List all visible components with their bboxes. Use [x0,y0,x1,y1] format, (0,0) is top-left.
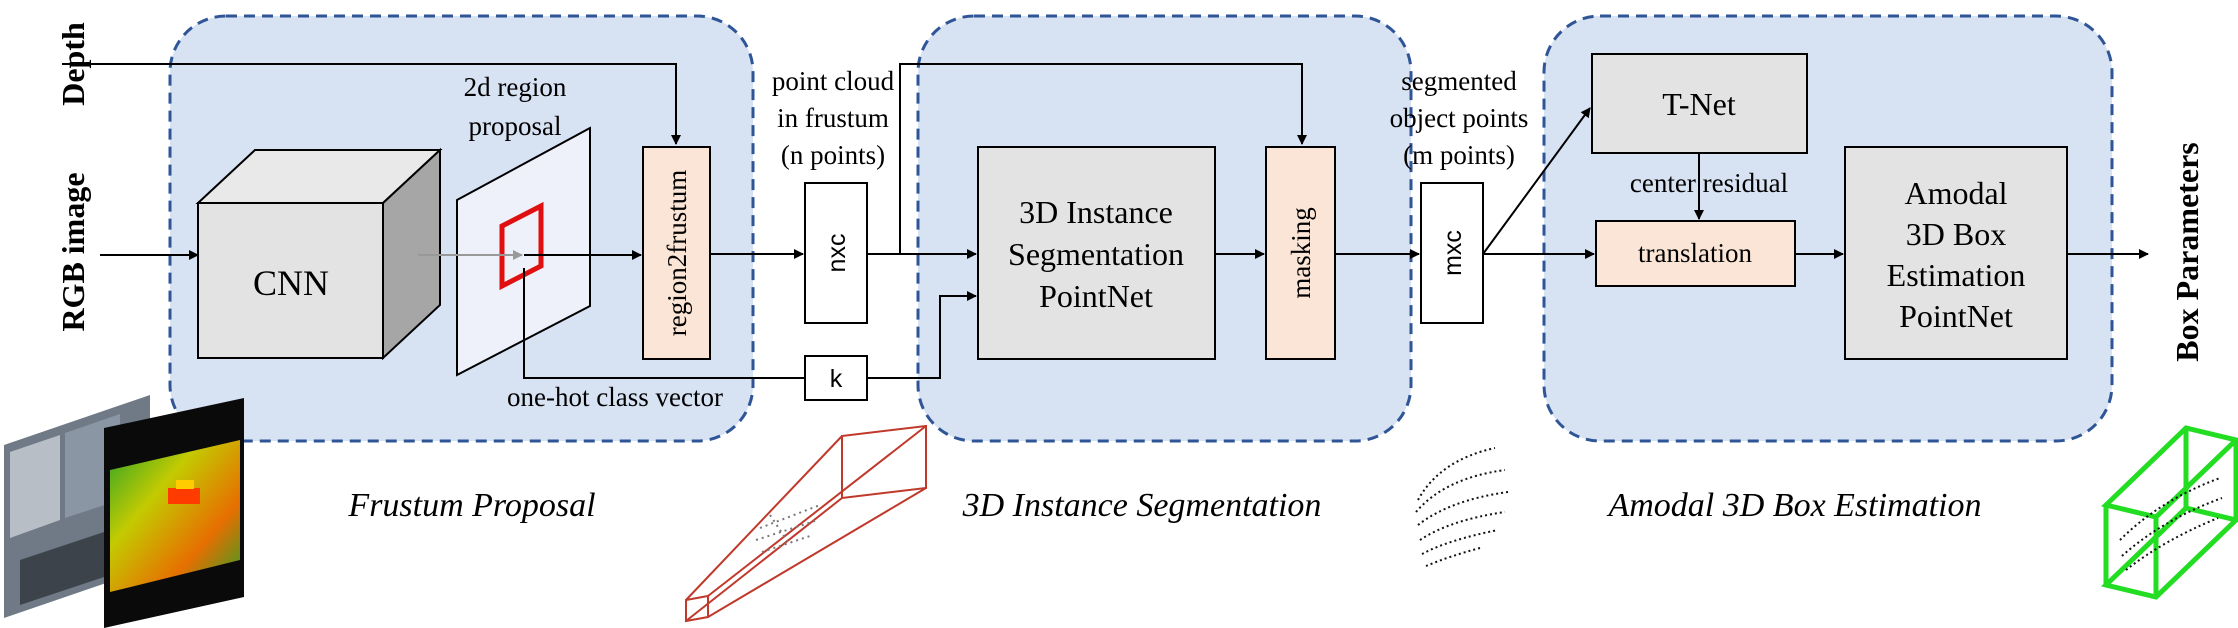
segmented-label-line3: (m points) [1403,140,1515,170]
point-cloud-label-line3: (n points) [781,140,885,170]
frustum-pointcloud-illustration [685,424,927,623]
k-to-seg-arrow [867,291,977,379]
masking-block [1265,146,1336,360]
region2frustum-label: region2frustum [662,170,692,336]
red-region-box [499,201,544,291]
point-cloud-label-line1: point cloud [772,66,895,96]
stage-caption-segmentation: 3D Instance Segmentation [962,487,1322,524]
mxc-block [1420,182,1484,324]
amodal-line2: 3D Box [1906,216,2006,252]
green-box-illustration [2100,425,2238,600]
cnn-label: CNN [253,263,329,303]
translation-block [1595,220,1796,287]
seg-pointnet-block [977,146,1216,360]
rgb-depth-illustration [4,395,244,628]
seg-pointnet-line3: PointNet [1039,278,1153,314]
cnn-block: CNN [195,147,443,361]
seg-pointnet-line2: Segmentation [1008,236,1184,272]
k-block [804,355,868,401]
nxc-to-masking-arrow [899,63,1307,254]
one-hot-label: one-hot class vector [507,382,723,412]
nxc-label: nxc [823,234,851,273]
region2frustum-block [642,146,711,360]
stage-caption-amodal: Amodal 3D Box Estimation [1606,487,1981,524]
one-hot-line [523,268,804,379]
region-proposal-plane [456,126,591,377]
point-cloud-label-line2: in frustum [777,103,889,133]
region-proposal-label-line1: 2d region [464,72,567,102]
segmented-points-illustration [1415,447,1509,567]
mxc-label: mxc [1439,230,1467,276]
region-proposal-label-line2: proposal [469,111,562,141]
rgb-image-label: RGB image [55,172,91,331]
mxc-to-tnet-arrow [1482,107,1591,255]
masking-label: masking [1286,207,1316,299]
box-parameters-label: Box Parameters [2169,142,2205,361]
tnet-block [1591,53,1808,154]
depth-arrow [62,63,681,145]
translation-label: translation [1638,238,1752,268]
segmented-label-line2: object points [1390,103,1529,133]
k-label: k [830,365,843,393]
segmented-label-line1: segmented [1401,66,1517,96]
amodal-line3: Estimation [1887,257,2026,293]
stage-caption-frustum: Frustum Proposal [347,487,595,524]
amodal-line4: PointNet [1899,298,2013,334]
seg-pointnet-line1: 3D Instance [1019,194,1173,230]
amodal-line1: Amodal [1904,175,2007,211]
tnet-label: T-Net [1662,86,1736,122]
center-residual-label: center residual [1630,168,1788,198]
